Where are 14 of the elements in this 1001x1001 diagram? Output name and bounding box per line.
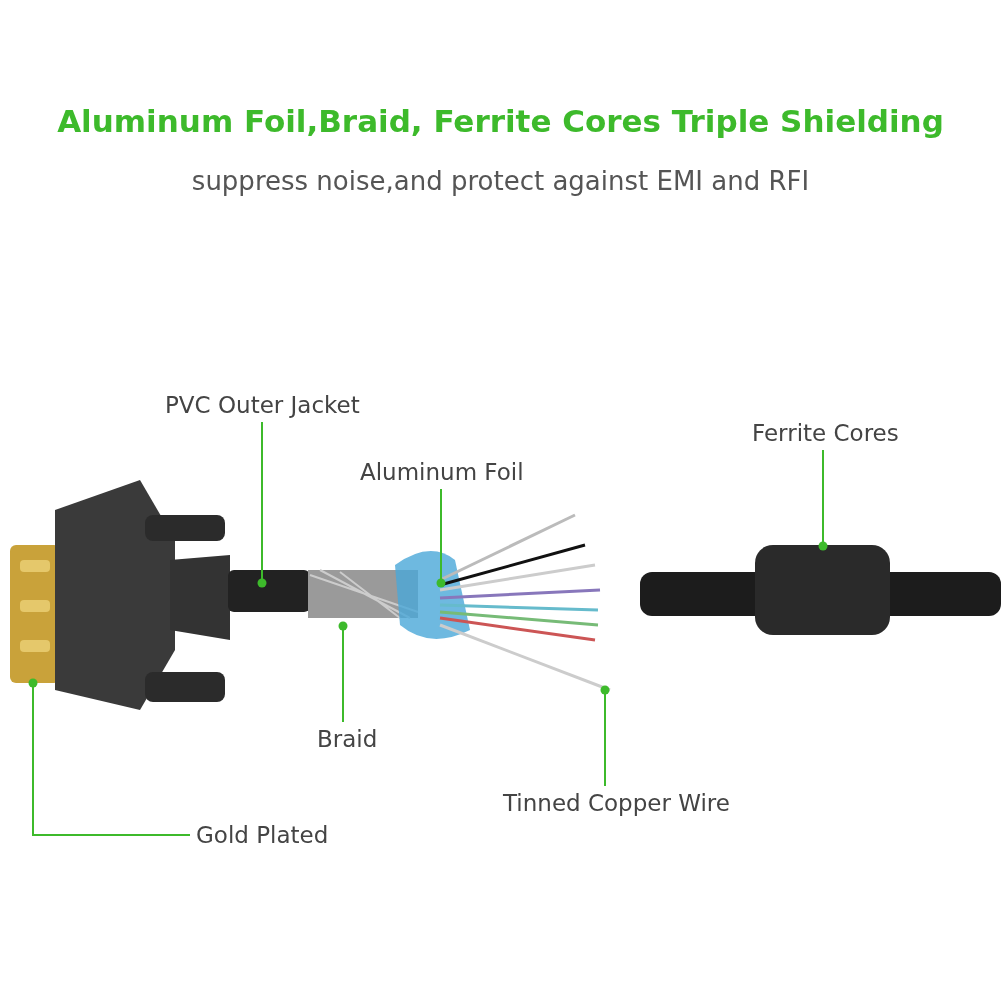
leader-line — [600, 685, 610, 787]
subtitle: suppress noise,and protect against EMI and RFI — [190, 166, 811, 196]
callout-label: Gold Plated — [196, 822, 329, 848]
leader-line — [818, 449, 828, 551]
leader-line — [257, 421, 267, 588]
leader-line — [338, 621, 348, 723]
callout-label: Ferrite Cores — [752, 420, 899, 446]
leader-line — [436, 488, 446, 588]
callout-label: Tinned Copper Wire — [503, 790, 730, 816]
callout-label: Aluminum Foil — [360, 459, 524, 485]
leader-line — [28, 678, 191, 836]
callout-label: PVC Outer Jacket — [165, 392, 360, 418]
callout-label: Braid — [317, 726, 378, 752]
title: Aluminum Foil,Braid, Ferrite Cores Triple Shielding — [56, 103, 945, 139]
